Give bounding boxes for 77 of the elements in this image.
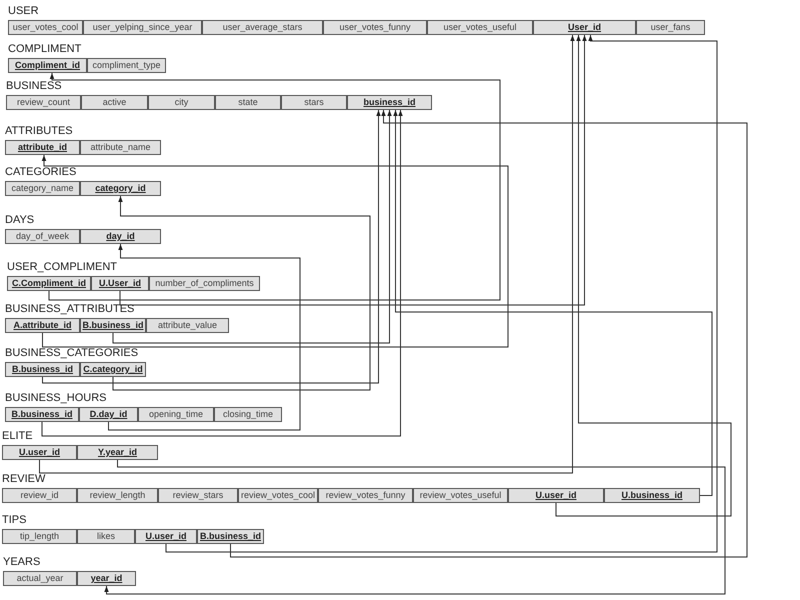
- table-column: user_fans: [636, 20, 705, 35]
- foreign-key-arrow: [48, 72, 500, 300]
- table-name: ELITE: [2, 430, 33, 443]
- table-column: compliment_type: [87, 58, 166, 73]
- table-column: number_of_compliments: [149, 276, 260, 291]
- table-name: ATTRIBUTES: [5, 125, 73, 138]
- table-column: review_votes_cool: [238, 488, 318, 503]
- foreign-key-arrow: [112, 110, 392, 344]
- foreign-key-arrow: [39, 34, 575, 474]
- table-column: tip_length: [2, 529, 77, 544]
- table-name: BUSINESS_ATTRIBUTES: [5, 303, 134, 316]
- table-name: CATEGORIES: [5, 166, 76, 179]
- key-column: C.Compliment_id: [7, 276, 91, 291]
- table-column: attribute_value: [146, 318, 229, 333]
- key-column: B.business_id: [5, 407, 79, 422]
- table-name: DAYS: [5, 214, 34, 227]
- table-column: review_id: [2, 488, 77, 503]
- table-column: review_length: [77, 488, 158, 503]
- key-column: business_id: [347, 95, 432, 110]
- table-column: city: [148, 95, 215, 110]
- key-column: year_id: [77, 571, 136, 586]
- table-column: review_stars: [158, 488, 238, 503]
- table-column: user_votes_cool: [8, 20, 83, 35]
- key-column: B.business_id: [197, 529, 264, 544]
- key-column: B.business_id: [5, 362, 80, 377]
- foreign-key-arrow: [42, 110, 381, 384]
- key-column: U.user_id: [135, 529, 197, 544]
- foreign-key-arrow: [108, 244, 300, 430]
- table-column: closing_time: [214, 407, 282, 422]
- key-column: D.day_id: [79, 407, 138, 422]
- table-column: day_of_week: [5, 229, 80, 244]
- table-column: stars: [281, 95, 347, 110]
- table-column: user_votes_useful: [427, 20, 533, 35]
- key-column: U.business_id: [604, 488, 700, 503]
- key-column: category_id: [80, 181, 161, 196]
- table-name: USER_COMPLIMENT: [7, 261, 118, 274]
- table-column: opening_time: [138, 407, 214, 422]
- key-column: Y.year_id: [77, 445, 158, 460]
- key-column: U.User_id: [91, 276, 149, 291]
- table-column: review_votes_useful: [413, 488, 508, 503]
- key-column: User_id: [533, 20, 636, 35]
- table-column: review_votes_funny: [318, 488, 413, 503]
- foreign-key-arrow: [166, 34, 718, 552]
- foreign-key-arrow: [393, 110, 712, 496]
- table-column: state: [215, 95, 281, 110]
- foreign-key-arrow: [556, 34, 732, 516]
- table-column: attribute_name: [80, 140, 161, 155]
- table-column: actual_year: [3, 571, 77, 586]
- table-column: user_votes_funny: [323, 20, 427, 35]
- key-column: B.business_id: [80, 318, 146, 333]
- table-column: review_count: [6, 95, 81, 110]
- table-name: BUSINESS_HOURS: [5, 392, 106, 405]
- table-column: active: [81, 95, 148, 110]
- key-column: U.user_id: [2, 445, 77, 460]
- key-column: C.category_id: [80, 362, 146, 377]
- table-name: BUSINESS: [6, 80, 62, 93]
- foreign-key-arrow: [42, 154, 508, 348]
- foreign-key-arrow: [104, 460, 726, 594]
- key-column: U.user_id: [508, 488, 604, 503]
- table-name: COMPLIMENT: [8, 43, 82, 56]
- key-column: attribute_id: [5, 140, 80, 155]
- foreign-key-arrow: [120, 34, 587, 306]
- table-column: user_average_stars: [202, 20, 323, 35]
- table-name: YEARS: [3, 556, 40, 569]
- table-name: USER: [8, 5, 39, 18]
- key-column: A.attribute_id: [5, 318, 80, 333]
- table-name: BUSINESS_CATEGORIES: [5, 347, 138, 360]
- key-column: Compliment_id: [8, 58, 87, 73]
- foreign-key-arrow: [230, 110, 748, 558]
- table-column: likes: [77, 529, 135, 544]
- table-name: REVIEW: [2, 473, 46, 486]
- table-column: category_name: [5, 181, 80, 196]
- table-name: TIPS: [2, 514, 26, 527]
- foreign-key-arrow: [42, 110, 403, 436]
- foreign-key-arrow: [112, 196, 370, 390]
- key-column: day_id: [80, 229, 161, 244]
- table-column: user_yelping_since_year: [83, 20, 202, 35]
